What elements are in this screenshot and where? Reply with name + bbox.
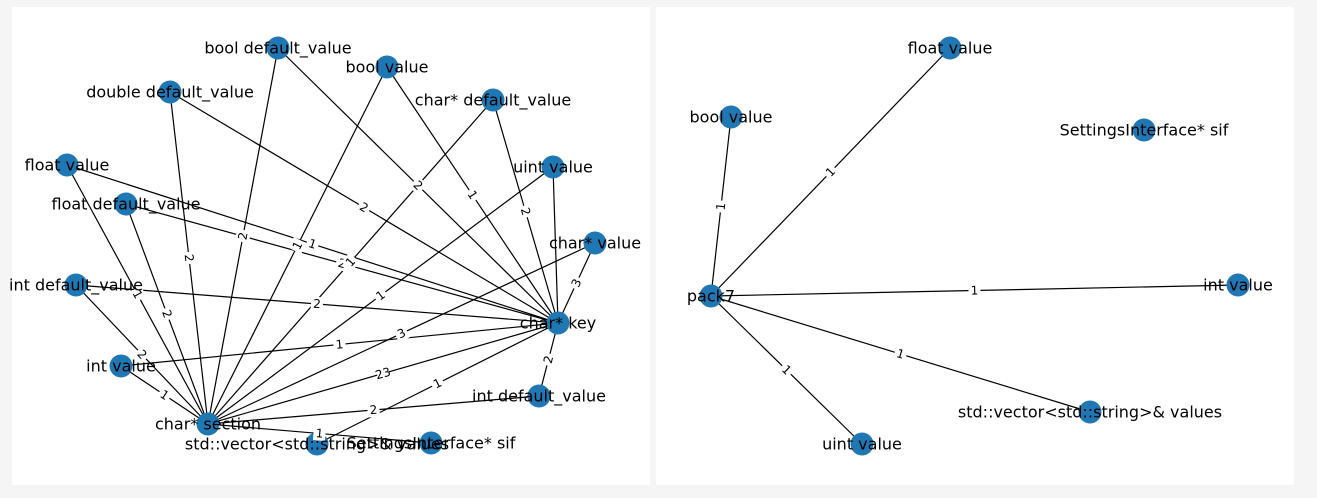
node-r_bool_value[interactable]	[719, 105, 743, 129]
node-char_ptr_section[interactable]	[196, 412, 220, 436]
node-int_default_value_r[interactable]	[527, 384, 551, 408]
node-label-settings_sif: SettingsInterface* sif	[347, 434, 516, 453]
edge-label-bg	[332, 336, 347, 353]
node-label-char_ptr_key: char* key	[520, 314, 596, 333]
edge-label-bg	[288, 236, 307, 255]
node-r_settings_sif[interactable]	[1132, 118, 1156, 142]
node-label-int_default_value_l: int default_value	[9, 276, 143, 296]
edge-label-bg	[968, 283, 981, 298]
node-label-float_default_value: float default_value	[51, 195, 200, 215]
edge-label-bg	[304, 235, 321, 253]
edge-label-bg	[517, 203, 534, 220]
node-int_default_value_l[interactable]	[64, 273, 88, 297]
node-char_ptr_key[interactable]	[546, 311, 570, 335]
edge-label-bg	[892, 345, 909, 363]
node-settings_sif[interactable]	[419, 431, 443, 455]
edge-label: 2	[369, 403, 378, 418]
edge-label-bg	[567, 274, 586, 292]
edge-label-bg	[341, 252, 360, 272]
node-label-r_int_value: int value	[1203, 276, 1273, 295]
edge-label: 1	[714, 202, 729, 211]
edge-label-bg	[371, 286, 390, 305]
node-label-uint_value: uint value	[513, 158, 593, 177]
edge-label: 2	[235, 231, 250, 241]
edge-label-bg	[235, 228, 251, 244]
node-label-r_uint_value: uint value	[822, 435, 902, 454]
node-label-r_bool_value: bool value	[690, 108, 773, 127]
node-r_int_value[interactable]	[1226, 273, 1250, 297]
node-label-double_default_value: double default_value	[86, 83, 254, 103]
node-label-int_default_value_r: int default_value	[472, 387, 606, 407]
node-float_default_value[interactable]	[114, 192, 138, 216]
node-label-float_value: float value	[25, 156, 110, 175]
edge-label-bg	[463, 186, 482, 204]
edge-label-bg	[310, 296, 324, 312]
node-label-vector_values: std::vector<std::string>& values	[185, 435, 449, 454]
node-r_vector_values[interactable]	[1078, 400, 1102, 424]
edge-label-bg	[181, 251, 197, 265]
edge-label: 1	[971, 283, 979, 297]
edge-label: 2	[541, 354, 556, 365]
node-r_float_value[interactable]	[938, 36, 962, 60]
node-char_ptr_default_value[interactable]	[481, 88, 505, 112]
edge-label: 1	[895, 346, 906, 362]
edge-label-bg	[821, 162, 840, 182]
edge-label: 23	[374, 365, 393, 383]
node-label-char_ptr_section: char* section	[155, 415, 261, 434]
node-label-r_float_value: float value	[908, 39, 993, 58]
node-label-char_ptr_default_value: char* default_value	[415, 91, 571, 111]
edge-label-bg	[366, 402, 381, 418]
edge-label: 2	[336, 256, 347, 272]
node-int_value[interactable]	[109, 354, 133, 378]
node-label-char_ptr_value: char* value	[549, 234, 641, 253]
node-float_value[interactable]	[55, 153, 79, 177]
edge-label: 2	[313, 297, 322, 312]
edge-char_ptr_key-uint_value	[552, 166, 559, 324]
edge-label-bg	[428, 374, 447, 393]
edge-label: 1	[335, 337, 344, 352]
edge-label-bg	[540, 351, 557, 368]
node-r_pack7[interactable]	[699, 284, 723, 308]
edge-label-bg	[713, 199, 729, 214]
node-double_default_value[interactable]	[158, 80, 182, 104]
edge-label-bg	[408, 176, 428, 195]
edge-label: 1	[307, 236, 319, 252]
edge-label-bg	[158, 305, 176, 323]
edge-label-bg	[355, 198, 373, 217]
edge-label: 2	[518, 206, 534, 217]
edge-label-bg	[128, 285, 147, 304]
node-bool_default_value[interactable]	[266, 36, 290, 60]
node-label-r_settings_sif: SettingsInterface* sif	[1060, 121, 1229, 140]
edge-label-bg	[393, 324, 410, 343]
node-bool_value[interactable]	[375, 55, 399, 79]
edge-label-bg	[777, 360, 796, 380]
node-char_ptr_value[interactable]	[583, 231, 607, 255]
edge-label-bg	[312, 426, 327, 441]
edge-label: 2	[182, 253, 197, 262]
edge-label-bg	[132, 345, 152, 364]
node-label-r_pack7: pack7	[687, 287, 735, 306]
node-r_uint_value[interactable]	[850, 432, 874, 456]
node-label-r_vector_values: std::vector<std::string>& values	[958, 403, 1222, 422]
edge-label: 1	[315, 426, 324, 441]
node-uint_value[interactable]	[541, 155, 565, 179]
edge-label-bg	[375, 365, 391, 382]
node-label-bool_value: bool value	[346, 58, 429, 77]
node-label-int_value: int value	[86, 357, 156, 376]
right-panel	[656, 7, 1294, 485]
edge-label-bg	[155, 385, 174, 405]
node-label-bool_default_value: bool default_value	[204, 39, 351, 59]
